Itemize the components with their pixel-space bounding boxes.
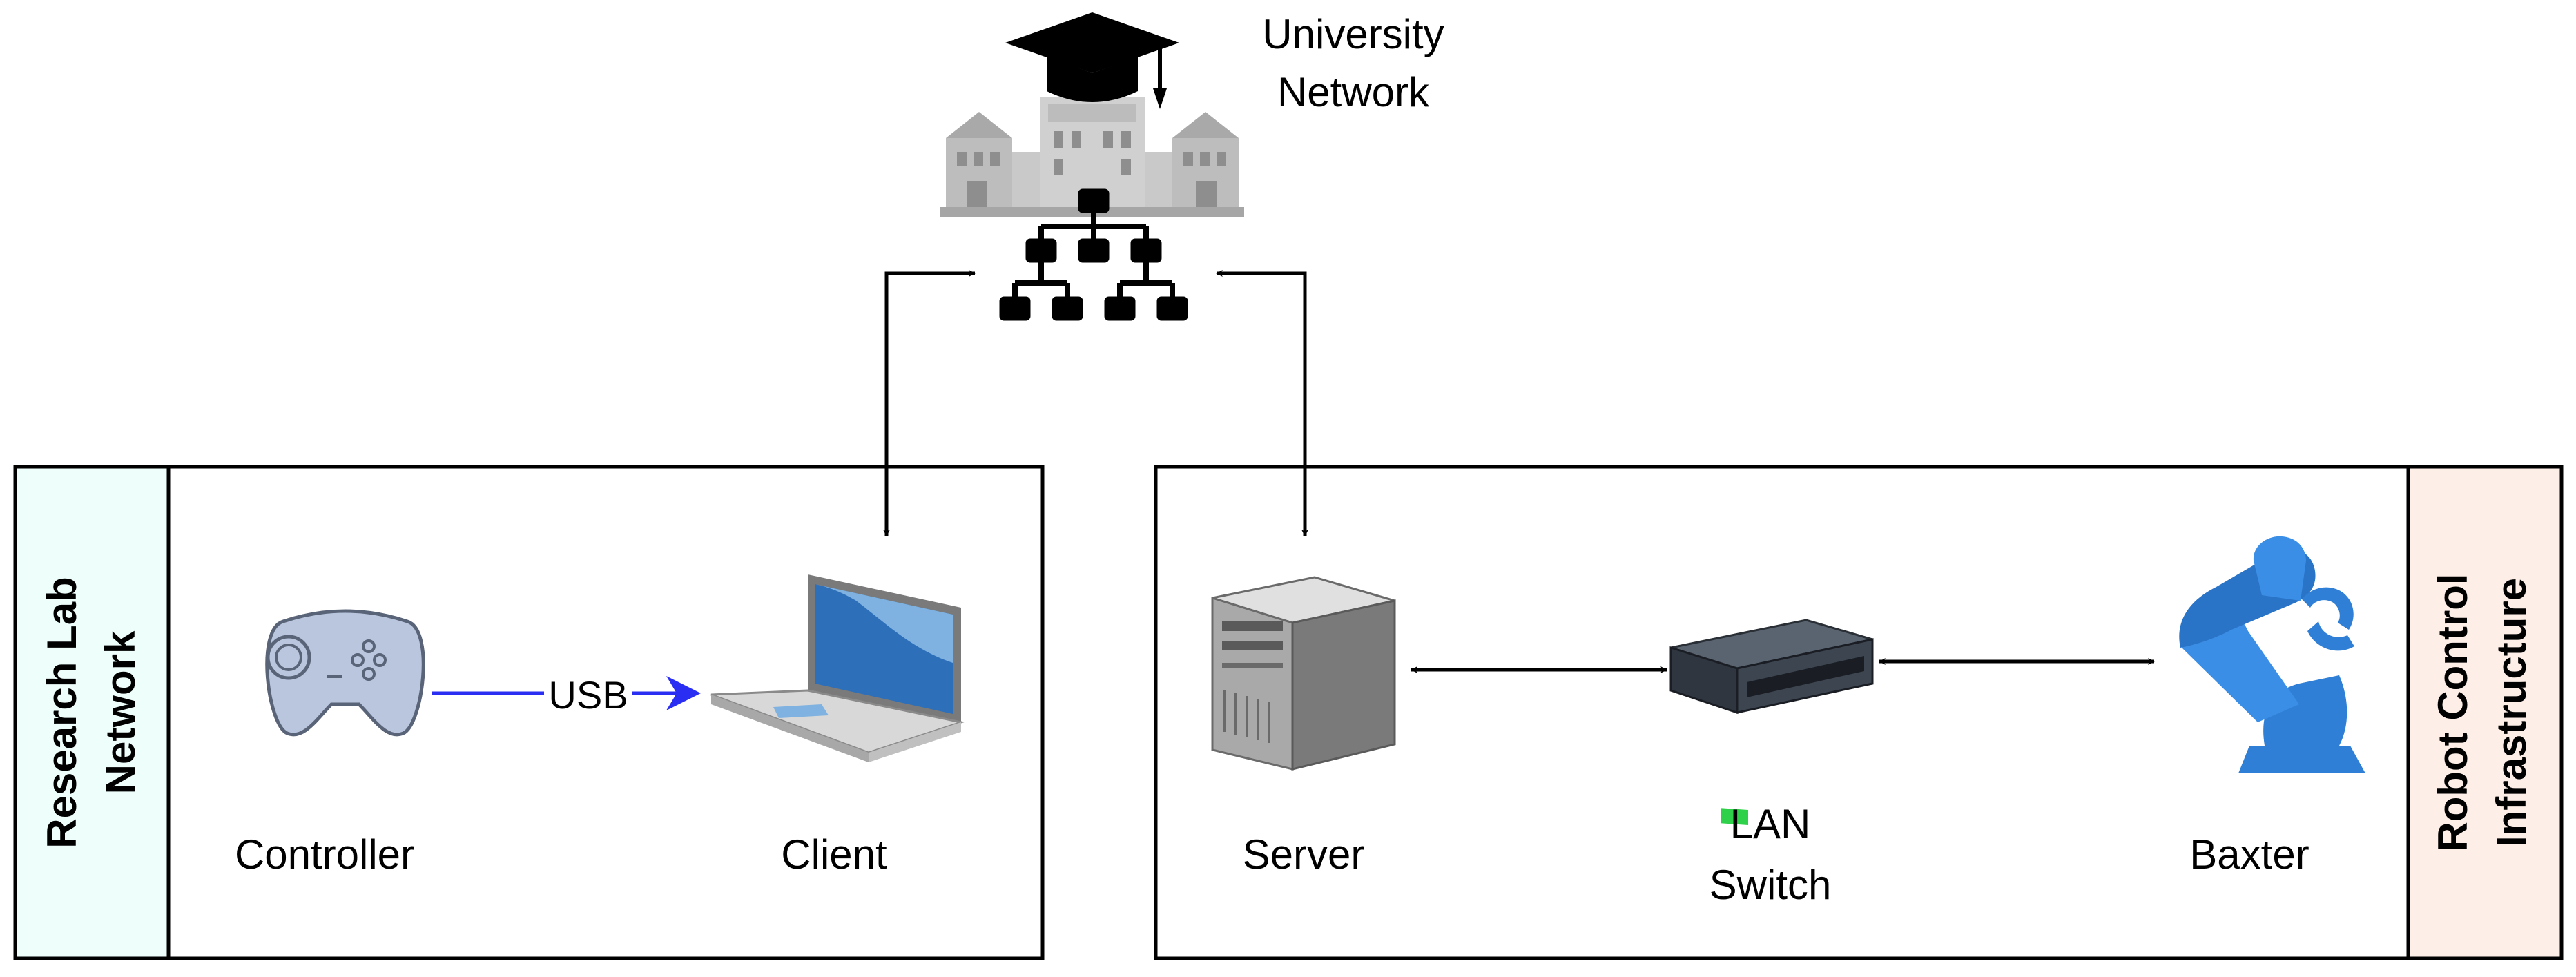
graduation-cap-icon [1005, 12, 1179, 109]
university-label-line1: University [1262, 11, 1444, 57]
network-hierarchy-icon [999, 188, 1188, 321]
usb-label-bg [544, 671, 632, 715]
robot-control-title-panel [2408, 467, 2562, 958]
lan-switch-icon [1669, 619, 1874, 826]
laptop-icon [710, 574, 965, 762]
robot-control-box: Robot Control Infrastructure [1154, 465, 2564, 960]
server-tower-icon [1211, 576, 1396, 771]
robot-control-title-line1: Robot Control [2430, 573, 2476, 851]
arrow-university-to-server [1216, 270, 1308, 536]
arrow-university-to-client [883, 270, 976, 536]
research-lab-title-panel [15, 467, 168, 958]
university-building-icon [940, 97, 1244, 217]
research-lab-title-line2: Network [97, 630, 144, 794]
lan-switch-label-line1: LAN [1730, 801, 1811, 847]
research-lab-frame [13, 465, 1045, 960]
usb-label: USB [548, 673, 628, 717]
research-lab-network-box: Research Lab Network [13, 465, 1045, 960]
research-lab-title-line1: Research Lab [39, 577, 85, 849]
server-label: Server [1242, 831, 1365, 878]
gamepad-icon [265, 609, 425, 737]
client-label: Client [781, 831, 887, 878]
robot-arm-icon [2179, 536, 2365, 773]
robot-control-frame [1154, 465, 2564, 960]
lan-switch-label-line2: Switch [1709, 862, 1832, 908]
robot-control-title-line2: Infrastructure [2488, 578, 2535, 847]
university-label-line2: Network [1277, 69, 1430, 115]
baxter-label: Baxter [2189, 831, 2309, 878]
controller-label: Controller [234, 831, 415, 878]
